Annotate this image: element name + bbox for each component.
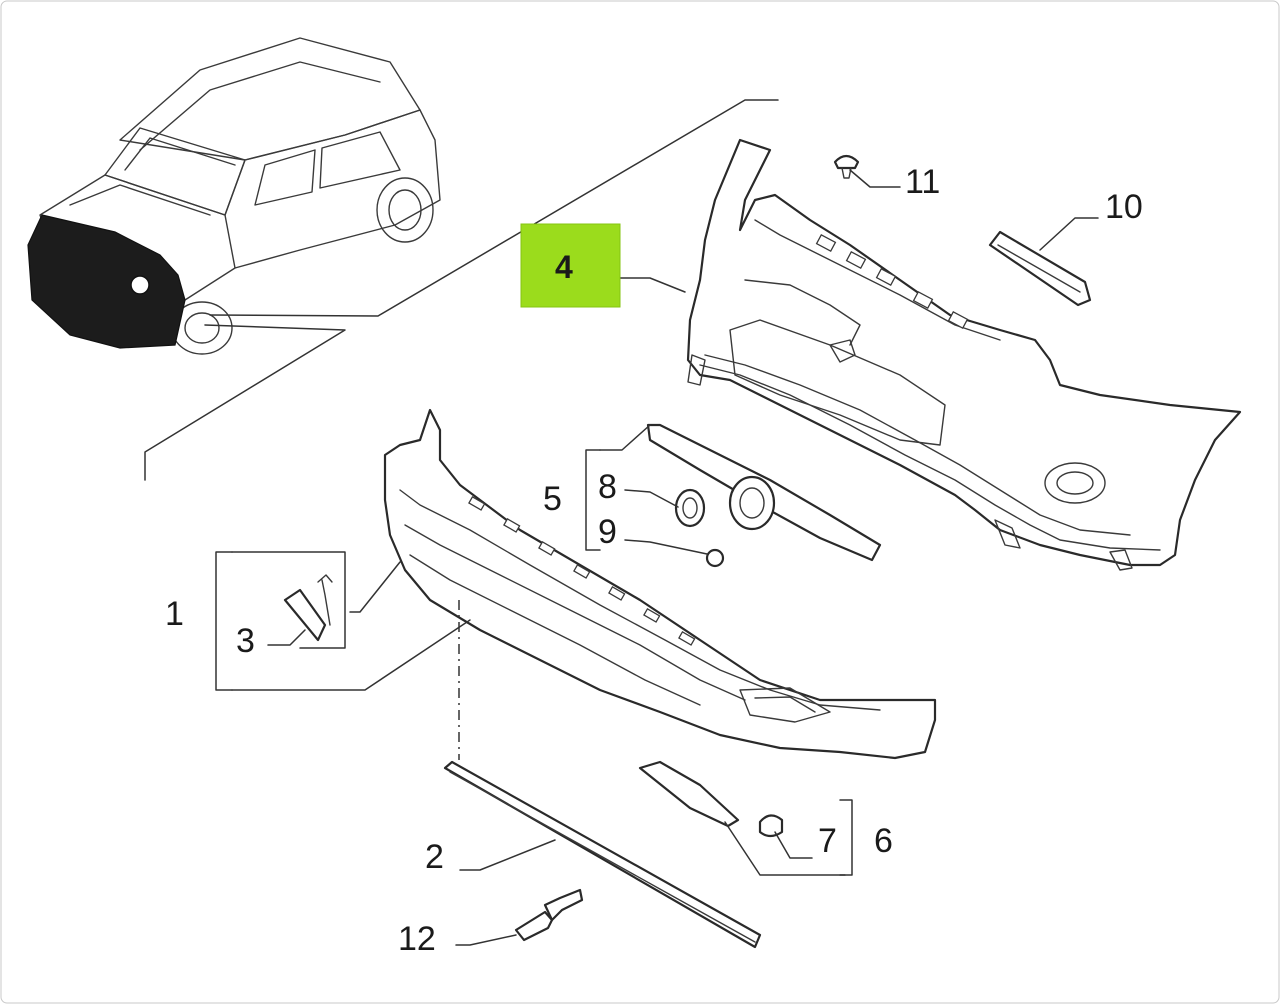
grille-bar-part-5 xyxy=(646,423,882,562)
callout-6[interactable]: 6 xyxy=(874,822,893,860)
clip-part-7 xyxy=(758,814,784,838)
bracket-part-3 xyxy=(283,574,333,642)
callout-5[interactable]: 5 xyxy=(543,480,562,518)
bumper-cover-part-4 xyxy=(686,138,1242,571)
callout-7[interactable]: 7 xyxy=(818,822,837,860)
callout-11[interactable]: 11 xyxy=(905,163,940,201)
push-clip-part-11 xyxy=(833,154,860,179)
front-bumper-highlight xyxy=(27,214,186,349)
overview-connector-line xyxy=(144,324,346,481)
callout-3[interactable]: 3 xyxy=(236,622,255,660)
callout-12[interactable]: 12 xyxy=(398,920,436,958)
lower-spoiler-part-1 xyxy=(383,408,937,760)
callout-8[interactable]: 8 xyxy=(598,468,617,506)
callout-2[interactable]: 2 xyxy=(425,838,444,876)
rivet-part-12 xyxy=(514,888,584,942)
overview-connector-line xyxy=(209,99,779,317)
emblem-part-8 xyxy=(674,488,706,528)
trim-strip-part-2 xyxy=(443,760,762,949)
fastener-part-9 xyxy=(705,548,725,568)
callout-4[interactable]: 4 xyxy=(555,249,573,285)
bracket-5 xyxy=(585,449,601,551)
callout-9[interactable]: 9 xyxy=(598,513,617,551)
trim-insert-part-10 xyxy=(988,230,1092,307)
bracket-1 xyxy=(215,551,233,691)
callout-4-highlight-box[interactable] xyxy=(520,223,621,308)
callout-1[interactable]: 1 xyxy=(165,595,184,633)
callout-10[interactable]: 10 xyxy=(1105,188,1143,226)
bracket-6 xyxy=(839,799,853,876)
tow-cover-part-6 xyxy=(638,760,740,828)
vehicle-overview-illustration xyxy=(27,37,441,355)
